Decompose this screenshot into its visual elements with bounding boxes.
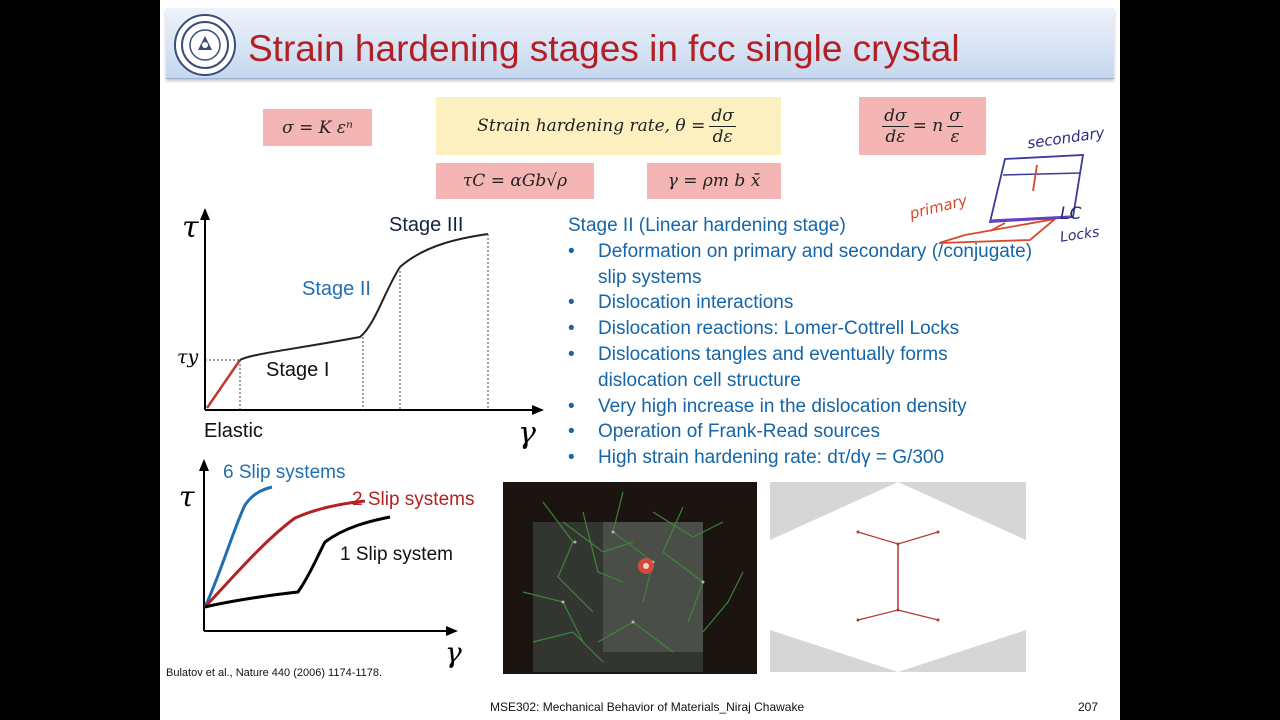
bullet-item: •Dislocation interactions xyxy=(568,292,794,314)
dislocation-simulation-image xyxy=(503,482,757,674)
rate-fraction: dσ dε xyxy=(709,106,736,147)
stage-curve xyxy=(239,233,489,361)
rate-numerator: dσ xyxy=(709,105,736,127)
title-bar xyxy=(166,8,1114,79)
lhs-fraction: dσ dε xyxy=(882,106,909,147)
slide-footer: MSE302: Mechanical Behavior of Materials… xyxy=(490,700,805,714)
gamma-axis-label: γ xyxy=(518,416,536,451)
x-axis-arrow xyxy=(532,405,544,415)
stage-hardening-chart xyxy=(200,208,544,415)
primary-arrow xyxy=(989,222,1006,232)
lc-lock-line xyxy=(989,215,1071,223)
secondary-arrow xyxy=(1032,164,1038,192)
rhs-prefix: = n xyxy=(912,116,944,136)
lhs-numerator: dσ xyxy=(882,105,909,127)
lhs-denominator: dε xyxy=(885,126,906,147)
critical-stress-equation: τC = αGb√ρ xyxy=(436,163,594,199)
one-slip-label: 1 Slip system xyxy=(340,544,453,565)
strain-hardening-rate-equation: Strain hardening rate, θ = dσ dε xyxy=(436,97,781,155)
bullet-item: •Very high increase in the dislocation d… xyxy=(568,395,967,417)
stage3-label: Stage III xyxy=(389,214,464,236)
stage1-label: Stage I xyxy=(266,359,330,381)
bullet-item: •Operation of Frank-Read sources xyxy=(568,421,880,443)
slip-systems-chart xyxy=(199,459,458,636)
power-law-equation: σ = K εⁿ xyxy=(263,109,372,146)
stage2-label: Stage II xyxy=(302,278,371,300)
tau-axis-label: τ xyxy=(182,210,199,245)
bullet-item: •High strain hardening rate: dτ/dγ = G/3… xyxy=(568,447,945,469)
orowan-equation: γ = ρm b x̄ xyxy=(647,163,781,199)
frank-read-source-image xyxy=(770,482,1026,672)
slip-y-axis-arrow xyxy=(199,459,209,471)
elastic-label: Elastic xyxy=(204,420,263,442)
secondary-plane-sketch xyxy=(988,154,1085,223)
bullet-item: •Deformation on primary and secondary (/… xyxy=(568,240,1033,288)
primary-plane-sketch xyxy=(938,217,1059,244)
two-slip-curve xyxy=(203,499,366,609)
handwritten-slip-sketch xyxy=(938,154,1085,244)
slip-gamma-label: γ xyxy=(445,636,462,669)
rate-denominator: dε xyxy=(712,126,733,147)
rate-label: Strain hardening rate, θ = xyxy=(477,116,706,136)
bullet-heading: Stage II (Linear hardening stage) xyxy=(568,215,846,236)
institute-seal-icon xyxy=(174,14,236,76)
rhs-numerator: σ xyxy=(947,105,963,127)
y-axis-arrow xyxy=(200,208,210,220)
secondary-plane-line xyxy=(1002,172,1082,176)
slide: Strain hardening stages in fcc single cr… xyxy=(160,0,1120,720)
bullet-item: •Dislocation reactions: Lomer-Cottrell L… xyxy=(568,318,960,340)
two-slip-label: 2 Slip systems xyxy=(352,489,475,510)
page-number: 207 xyxy=(1078,700,1099,714)
stage2-bullet-list: Stage II (Linear hardening stage) •Defor… xyxy=(568,213,1038,471)
bullet-item: •Dislocations tangles and eventually for… xyxy=(568,343,948,391)
rhs-fraction: σ ε xyxy=(947,106,963,147)
six-slip-label: 6 Slip systems xyxy=(223,462,346,483)
handwritten-lc: LC xyxy=(1060,204,1082,224)
elastic-segment xyxy=(205,359,242,409)
citation: Bulatov et al., Nature 440 (2006) 1174-1… xyxy=(166,667,383,679)
one-slip-curve xyxy=(204,515,391,609)
hardening-exponent-equation: dσ dε = n σ ε xyxy=(859,97,986,155)
rhs-denominator: ε xyxy=(950,126,960,147)
six-slip-curve xyxy=(203,485,273,608)
slide-title: Strain hardening stages in fcc single cr… xyxy=(248,28,960,69)
slip-tau-label: τ xyxy=(179,480,195,513)
tau-y-label: τy xyxy=(177,346,199,368)
slip-x-axis-arrow xyxy=(446,626,458,636)
